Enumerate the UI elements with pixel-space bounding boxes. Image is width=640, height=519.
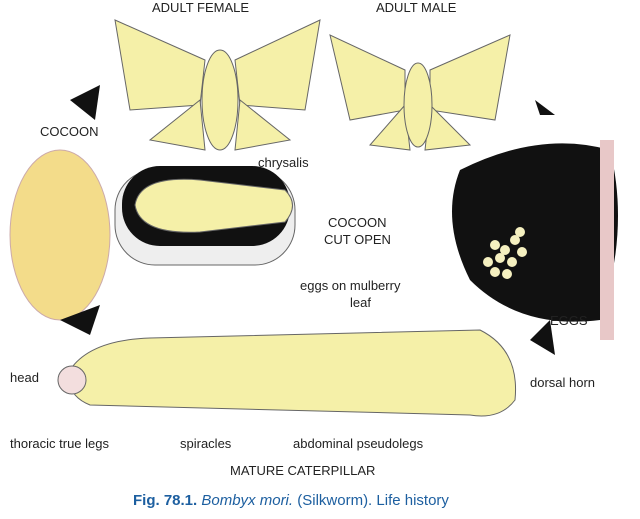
- label-thoracic-legs: thoracic true legs: [10, 436, 109, 451]
- caption-species: Bombyx mori.: [201, 492, 294, 509]
- label-eggs-on-leaf: eggs on mulberry: [300, 278, 401, 293]
- cocoon-cut-open: [114, 166, 296, 266]
- arrow-icon: [70, 85, 100, 120]
- arrow-icon: [535, 100, 555, 115]
- label-dorsal-horn: dorsal horn: [530, 375, 596, 390]
- label-eggs-on-leaf-2: leaf: [350, 295, 371, 310]
- adult-female-moth: [114, 19, 321, 151]
- label-cocoon: COCOON: [40, 124, 99, 139]
- figure-caption: Fig. 78.1. Bombyx mori. (Silkworm). Life…: [133, 492, 449, 509]
- label-abdominal-pseudolegs: abdominal pseudolegs: [293, 436, 424, 451]
- caterpillar: [57, 329, 517, 417]
- adult-male-moth: [329, 34, 511, 151]
- label-adult-female: ADULT FEMALE: [152, 0, 250, 15]
- mulberry-leaf: [452, 140, 618, 340]
- label-eggs: EGGS: [550, 313, 588, 328]
- label-spiracles: spiracles: [180, 436, 232, 451]
- cycle-arrows: [60, 85, 555, 355]
- arrow-icon: [60, 305, 100, 335]
- label-chrysalis: chrysalis: [258, 155, 309, 170]
- label-cocoon-cut-open-2: CUT OPEN: [324, 232, 391, 247]
- cocoon-image: [9, 149, 111, 321]
- label-adult-male: ADULT MALE: [376, 0, 457, 15]
- label-mature-caterpillar: MATURE CATERPILLAR: [230, 463, 376, 478]
- arrow-icon: [530, 320, 555, 355]
- caption-fig: Fig. 78.1.: [133, 492, 198, 509]
- caption-rest: (Silkworm). Life history: [297, 492, 449, 509]
- label-cocoon-cut-open: COCOON: [328, 215, 387, 230]
- label-head: head: [10, 370, 39, 385]
